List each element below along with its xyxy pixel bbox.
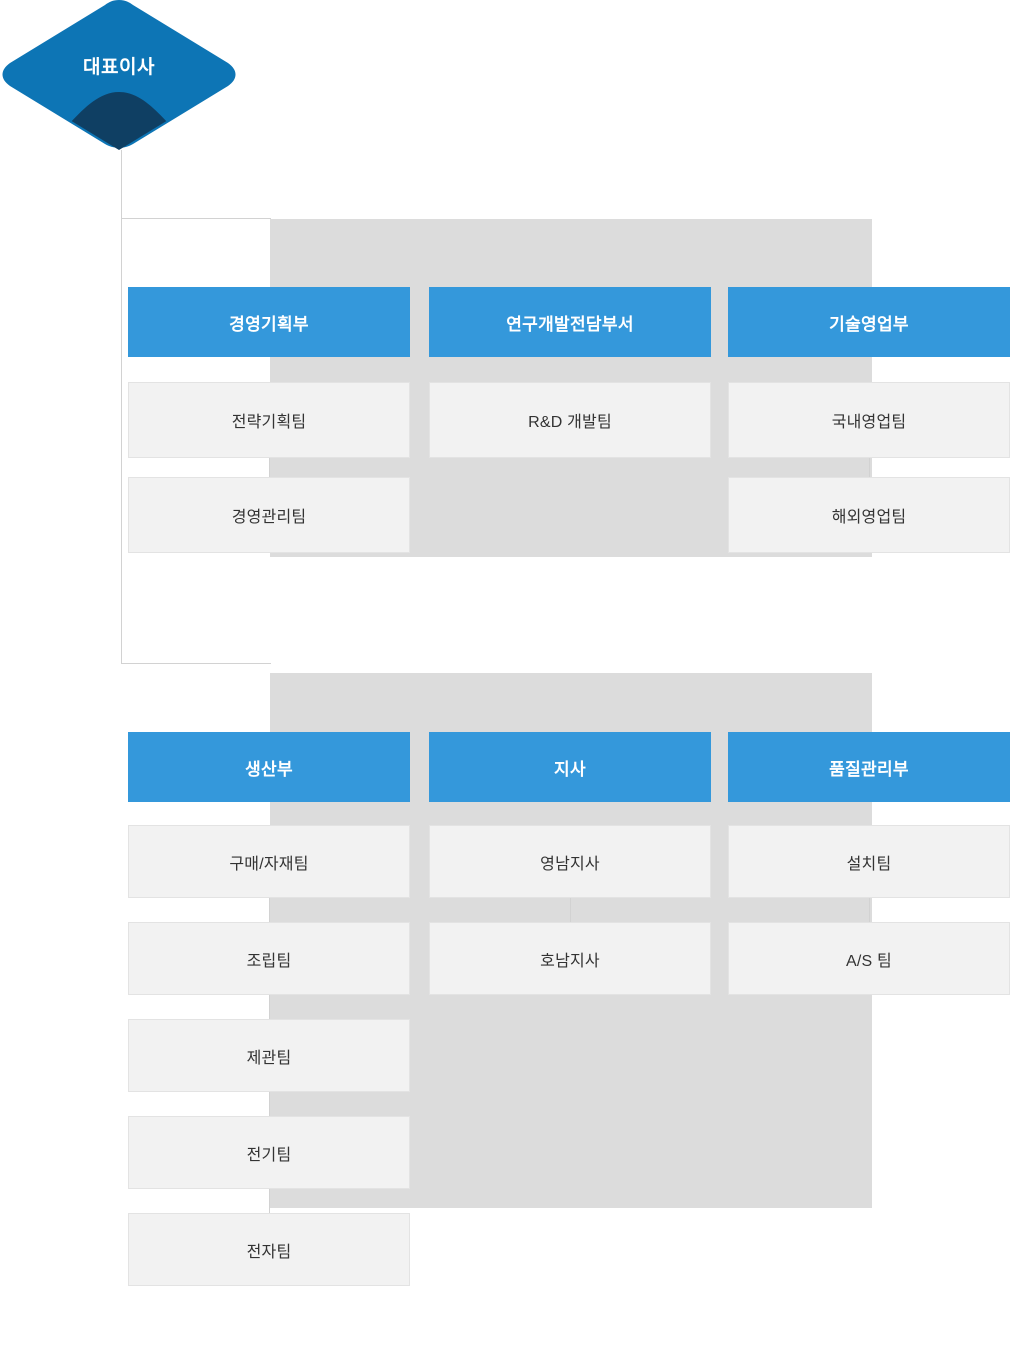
connector-stub	[269, 1189, 270, 1213]
connector-stub	[269, 1092, 270, 1116]
dept-box-management-planning[interactable]: 경영기획부	[128, 287, 410, 357]
connector-stub	[869, 898, 870, 922]
team-box-domestic-sales[interactable]: 국내영업팀	[728, 382, 1010, 458]
connector-branch-upper	[121, 218, 271, 219]
dept-box-tech-sales[interactable]: 기술영업부	[728, 287, 1010, 357]
dept-box-production[interactable]: 생산부	[128, 732, 410, 802]
team-box-overseas-sales[interactable]: 해외영업팀	[728, 477, 1010, 553]
team-box-assembly[interactable]: 조립팀	[128, 922, 410, 995]
connector-stub	[269, 458, 270, 477]
diamond-icon	[2, 0, 236, 150]
connector-stub	[869, 458, 870, 477]
team-box-purchasing-materials[interactable]: 구매/자재팀	[128, 825, 410, 898]
team-box-after-service[interactable]: A/S 팀	[728, 922, 1010, 995]
connector-spine	[121, 150, 122, 664]
team-box-installation[interactable]: 설치팀	[728, 825, 1010, 898]
team-box-yeongnam-branch[interactable]: 영남지사	[429, 825, 711, 898]
team-box-fabrication[interactable]: 제관팀	[128, 1019, 410, 1092]
dept-box-branch[interactable]: 지사	[429, 732, 711, 802]
team-box-rnd-dev[interactable]: R&D 개발팀	[429, 382, 711, 458]
team-box-electronics[interactable]: 전자팀	[128, 1213, 410, 1286]
dept-box-quality-control[interactable]: 품질관리부	[728, 732, 1010, 802]
team-box-strategy-planning[interactable]: 전략기획팀	[128, 382, 410, 458]
connector-stub	[269, 898, 270, 922]
connector-stub	[570, 898, 571, 922]
team-box-electrical[interactable]: 전기팀	[128, 1116, 410, 1189]
dept-box-rnd[interactable]: 연구개발전담부서	[429, 287, 711, 357]
connector-stub	[269, 995, 270, 1019]
connector-branch-lower	[121, 663, 271, 664]
ceo-node[interactable]: 대표이사	[0, 0, 238, 152]
team-box-honam-branch[interactable]: 호남지사	[429, 922, 711, 995]
team-box-management-admin[interactable]: 경영관리팀	[128, 477, 410, 553]
